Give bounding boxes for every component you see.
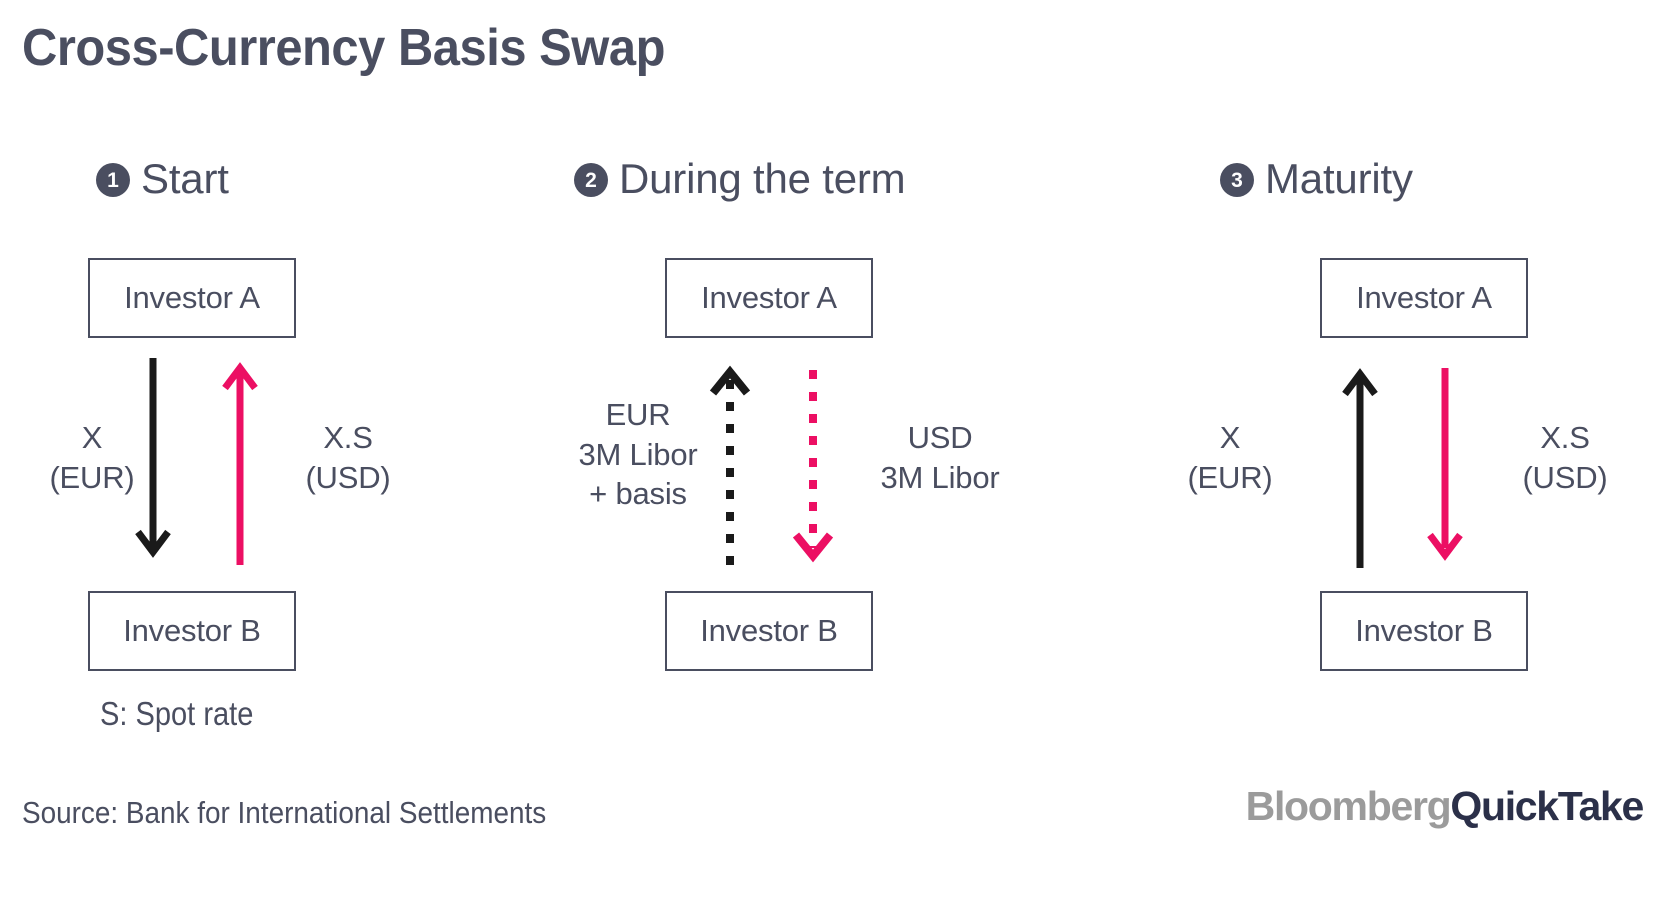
source-attribution: Source: Bank for International Settlemen…: [22, 795, 547, 830]
spot-rate-note: S: Spot rate: [100, 695, 254, 732]
step-badge-1: 1: [96, 163, 130, 197]
arrow-pink-down-icon: [792, 370, 834, 563]
arrow-pink-up-icon: [222, 362, 258, 565]
step-title-1: Start: [141, 155, 229, 202]
flow-label-right-1: X.S (USD): [305, 420, 391, 495]
node-investor-a: Investor A: [88, 258, 296, 338]
panel-step-2: 2 During the term Investor A Investor B …: [560, 150, 1040, 710]
flow-label-right-3: X.S (USD): [1522, 420, 1608, 495]
step-header-3: 3 Maturity: [1140, 158, 1620, 200]
node-investor-b: Investor B: [665, 591, 873, 671]
step-title-3: Maturity: [1265, 155, 1413, 202]
panel-step-3: 3 Maturity Investor A Investor B X (EUR)…: [1140, 150, 1620, 710]
step-header-1: 1 Start: [40, 158, 520, 200]
flow-label-left-2: EUR 3M Libor + basis: [578, 397, 698, 512]
page-title: Cross-Currency Basis Swap: [22, 19, 665, 77]
step-title-2: During the term: [619, 155, 906, 202]
arrow-pink-down-icon: [1427, 368, 1463, 561]
node-investor-b: Investor B: [88, 591, 296, 671]
step-badge-3: 3: [1220, 163, 1254, 197]
logo-bloomberg-text: Bloomberg: [1245, 783, 1452, 829]
logo-quicktake-text: QuickTake: [1450, 783, 1644, 829]
step-badge-2: 2: [574, 163, 608, 197]
node-investor-a: Investor A: [665, 258, 873, 338]
node-investor-b: Investor B: [1320, 591, 1528, 671]
flow-label-left-3: X (EUR): [1187, 420, 1273, 495]
panel-step-1: 1 Start Investor A Investor B X (EUR) X.…: [40, 150, 520, 710]
flow-label-left-1: X (EUR): [49, 420, 135, 495]
flow-label-right-2: USD 3M Libor: [880, 420, 1000, 495]
arrow-dark-up-icon: [1342, 368, 1378, 568]
step-header-2: 2 During the term: [560, 158, 1040, 200]
node-investor-a: Investor A: [1320, 258, 1528, 338]
